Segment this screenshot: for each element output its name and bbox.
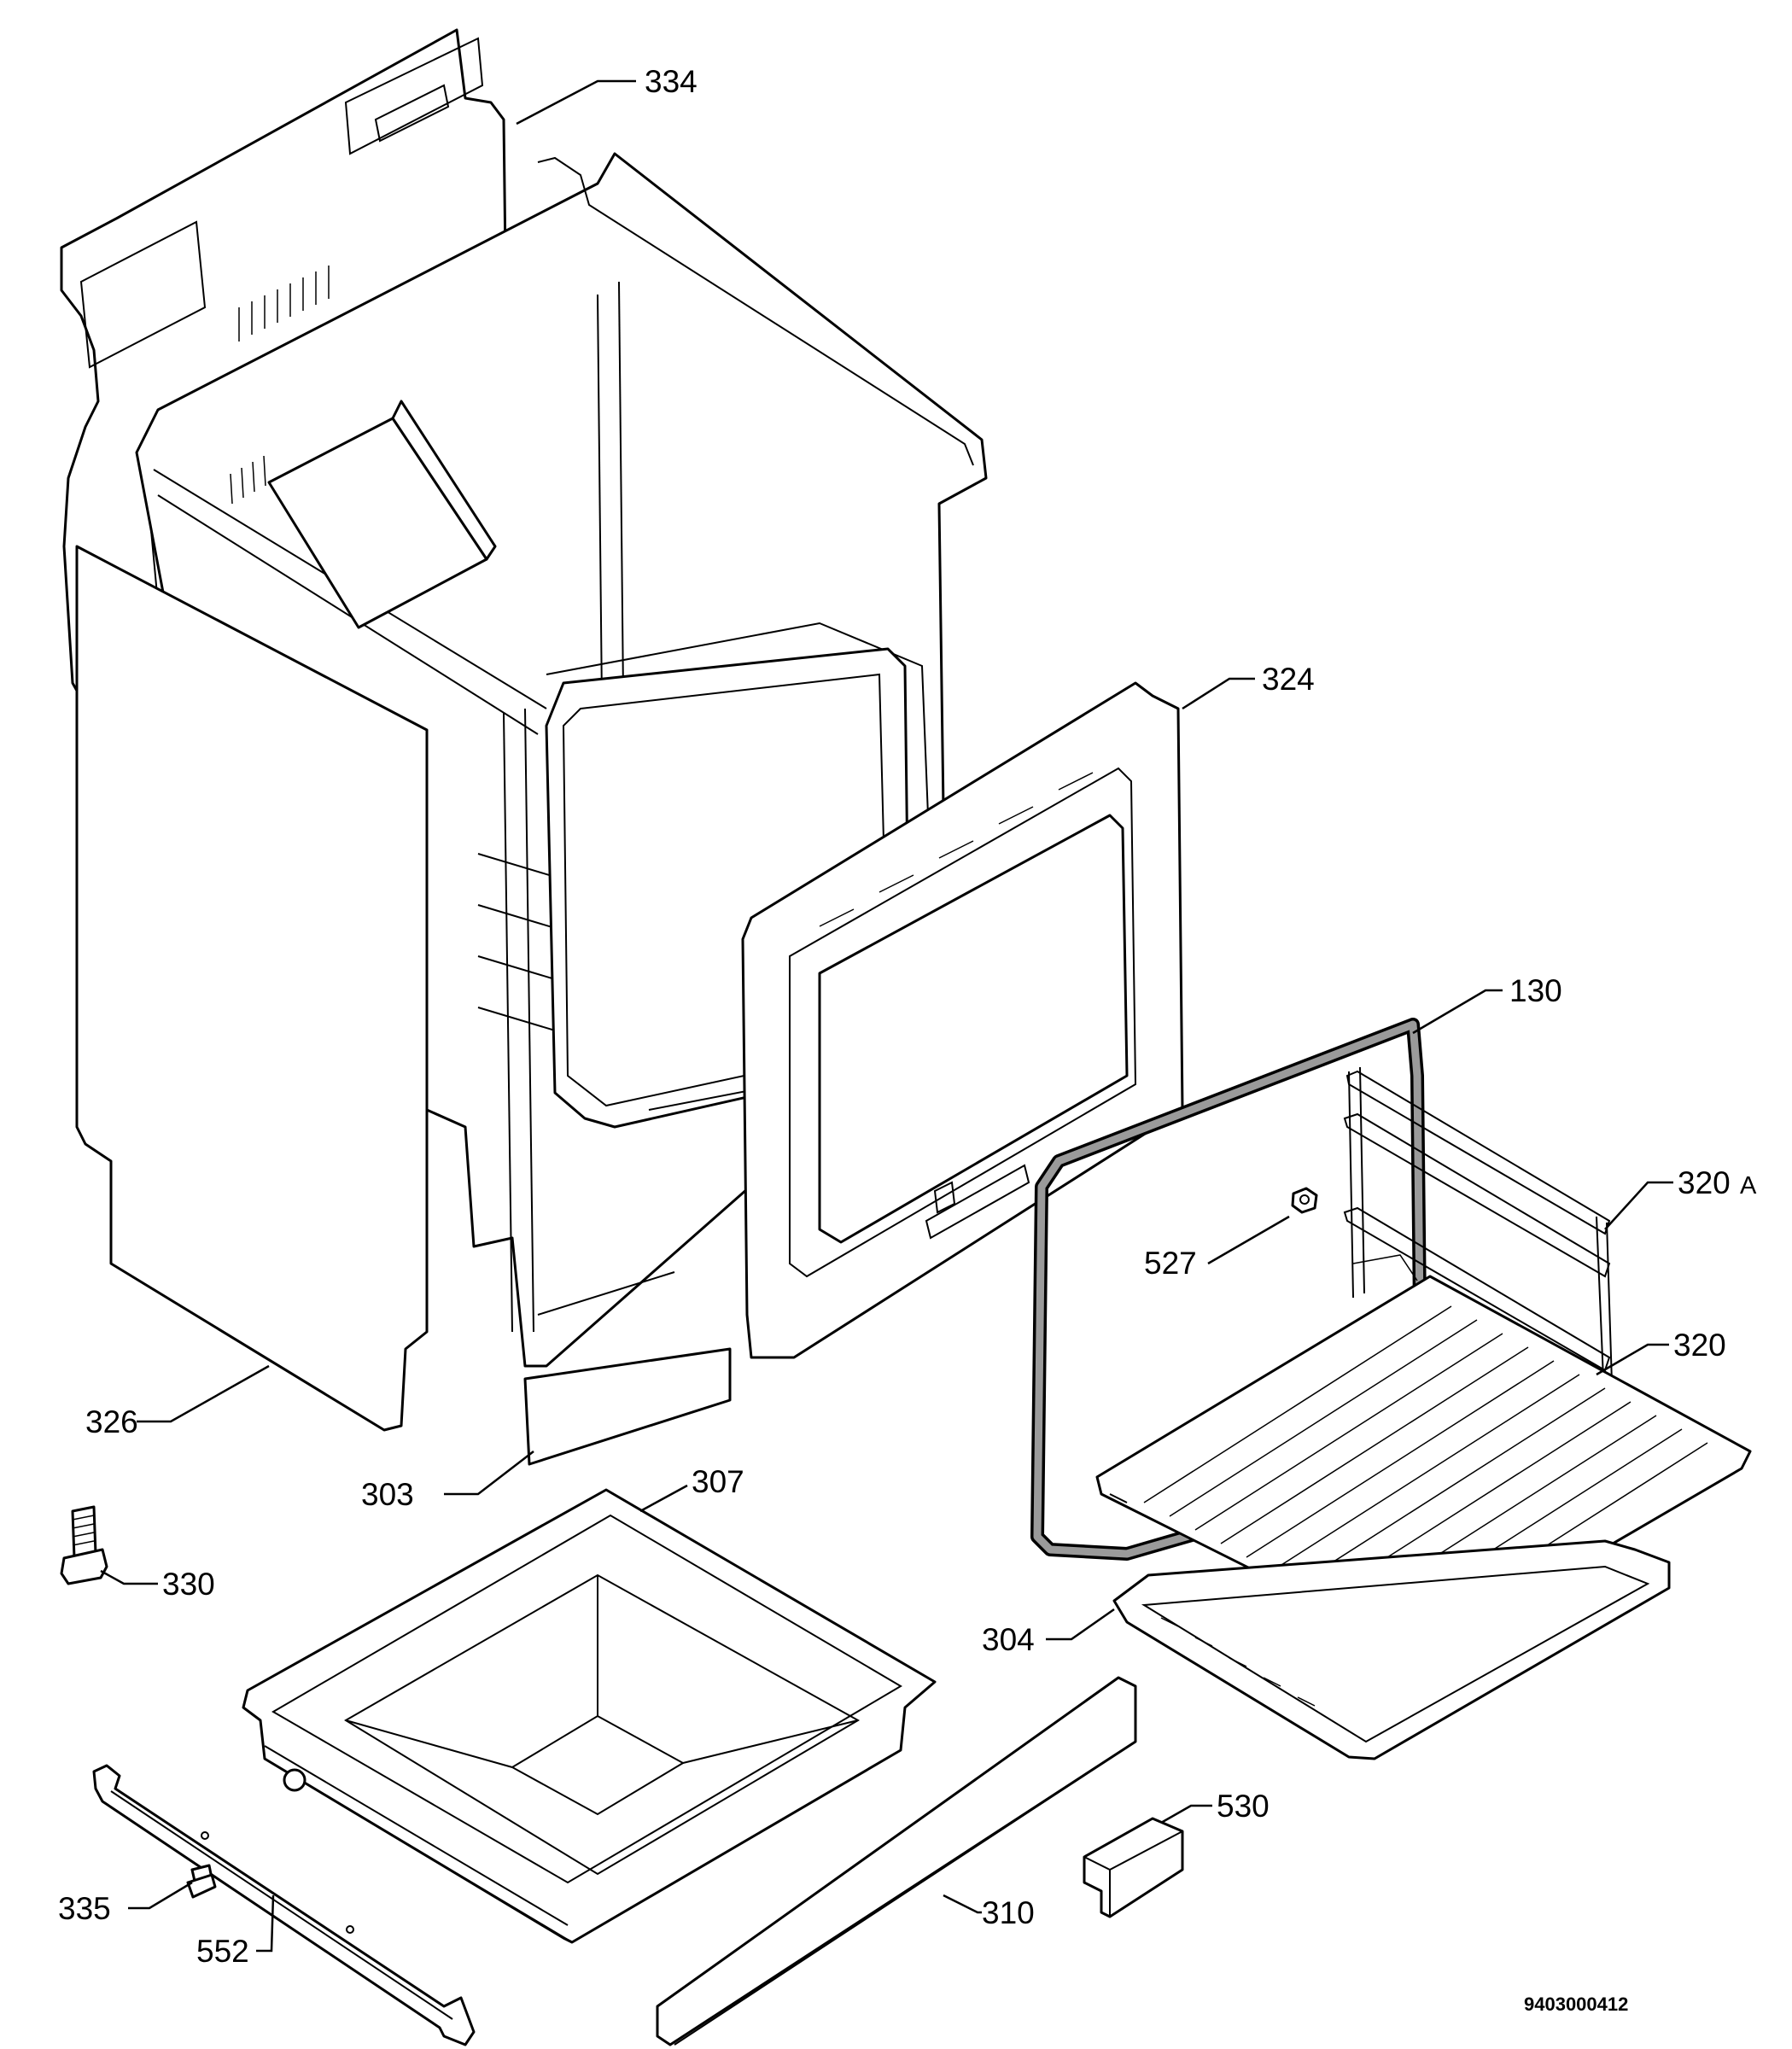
leader-334 [516, 79, 636, 126]
leader-324 [1182, 677, 1255, 710]
leader-304 [1046, 1608, 1115, 1641]
label-530: 530 [1217, 1789, 1270, 1824]
leader-303 [444, 1451, 534, 1496]
part-530-block [1083, 1817, 1184, 1918]
label-335: 335 [58, 1891, 111, 1926]
part-labels: 334 324 130 320 A 527 320 326 303 307 33… [58, 64, 1757, 2015]
label-303: 303 [361, 1477, 414, 1512]
label-310: 310 [982, 1895, 1035, 1930]
part-552-runner-rail [92, 1764, 476, 2046]
document-number: 9403000412 [1524, 1994, 1628, 2015]
part-335-screw [186, 1864, 217, 1899]
label-304: 304 [982, 1622, 1035, 1657]
leader-326 [137, 1364, 270, 1423]
part-527-nut [1291, 1187, 1318, 1214]
label-334: 334 [645, 64, 698, 99]
leader-320 [1596, 1343, 1669, 1376]
part-304-baking-tray [1112, 1539, 1671, 1760]
label-320a-number: 320 [1678, 1165, 1731, 1200]
leader-130 [1412, 989, 1503, 1035]
leader-335 [128, 1881, 193, 1910]
leader-lines [100, 79, 1673, 1953]
label-307: 307 [692, 1464, 744, 1499]
label-330: 330 [162, 1567, 215, 1602]
part-307-storage-drawer [242, 1488, 937, 1944]
leader-530 [1160, 1804, 1212, 1824]
label-130: 130 [1509, 973, 1562, 1008]
leader-527 [1207, 1215, 1290, 1265]
leader-307 [639, 1484, 688, 1513]
part-324-front-frame [741, 681, 1184, 1359]
label-320: 320 [1673, 1328, 1726, 1363]
label-326: 326 [85, 1404, 138, 1439]
part-303-plate [523, 1271, 732, 1466]
leader-552 [256, 1894, 275, 1953]
leader-310 [943, 1894, 982, 1914]
label-552: 552 [196, 1934, 249, 1969]
label-324: 324 [1262, 662, 1315, 697]
part-326-side-panel [75, 545, 429, 1432]
leader-320a [1604, 1181, 1673, 1230]
label-527: 527 [1144, 1246, 1197, 1281]
part-310-drawer-front [656, 1676, 1137, 2046]
label-320a-suffix: A [1740, 1172, 1757, 1200]
part-330-foot-screw [60, 1505, 108, 1585]
leader-330 [100, 1569, 158, 1585]
